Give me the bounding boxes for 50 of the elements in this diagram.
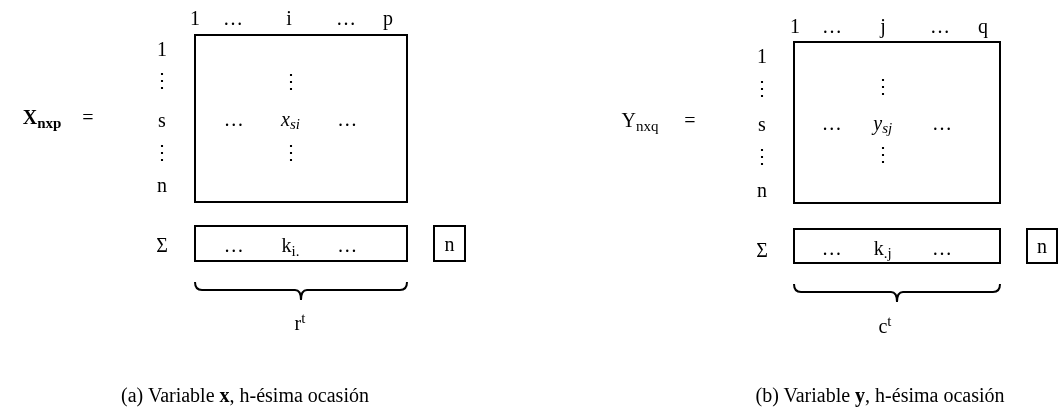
ellipsis: ⋮ <box>872 144 893 165</box>
row-index: 1 <box>757 46 767 66</box>
equals-sign: = <box>684 110 696 130</box>
row-index: s <box>758 114 766 134</box>
column-index: … <box>822 16 842 36</box>
column-index: … <box>223 8 243 28</box>
column-index: … <box>336 8 356 28</box>
ellipsis: ⋮ <box>872 75 893 96</box>
sum-box <box>793 228 1001 264</box>
total-box <box>433 225 466 262</box>
total-value: n <box>1037 234 1047 259</box>
matrix-box <box>194 34 408 203</box>
column-index: q <box>978 16 988 36</box>
row-index: ⋮ <box>752 78 772 98</box>
row-index: n <box>757 180 767 200</box>
row-index: n <box>157 175 167 195</box>
vector-label: c$^{t}$ <box>878 316 892 336</box>
vector-label: r$^{t}$ <box>294 313 306 333</box>
row-index: 1 <box>157 39 167 59</box>
column-index: p <box>383 8 393 28</box>
column-index: 1 <box>190 8 200 28</box>
column-index: i <box>286 8 292 28</box>
figure-caption: (a) Variable x, h-ésima ocasión <box>121 385 369 405</box>
ellipsis: … <box>337 235 358 256</box>
ellipsis: … <box>931 237 952 258</box>
ellipsis: ⋮ <box>280 141 301 162</box>
matrix-element: x$_{si}$ <box>281 108 300 129</box>
ellipsis: … <box>337 108 358 129</box>
column-index: 1 <box>790 16 800 36</box>
total-box <box>1026 228 1058 264</box>
row-index: s <box>158 110 166 130</box>
figure-caption: (b) Variable y, h-ésima ocasión <box>755 385 1005 405</box>
equals-sign: = <box>82 107 94 127</box>
ellipsis: … <box>821 237 842 258</box>
row-index: ⋮ <box>752 146 772 166</box>
column-index: … <box>930 16 950 36</box>
ellipsis: ⋮ <box>280 70 301 91</box>
matrix-box <box>793 41 1001 204</box>
ellipsis: … <box>931 112 952 133</box>
column-sum: k$_{i.}$ <box>281 235 300 256</box>
ellipsis: … <box>223 108 244 129</box>
column-index: j <box>880 16 886 36</box>
ellipsis: … <box>223 235 244 256</box>
row-index: ⋮ <box>152 142 172 162</box>
row-index: ⋮ <box>152 70 172 90</box>
sum-box <box>194 225 408 262</box>
total-value: n <box>444 231 455 257</box>
sum-symbol: Σ <box>756 240 768 260</box>
ellipsis: … <box>821 112 842 133</box>
sum-symbol: Σ <box>156 235 168 255</box>
